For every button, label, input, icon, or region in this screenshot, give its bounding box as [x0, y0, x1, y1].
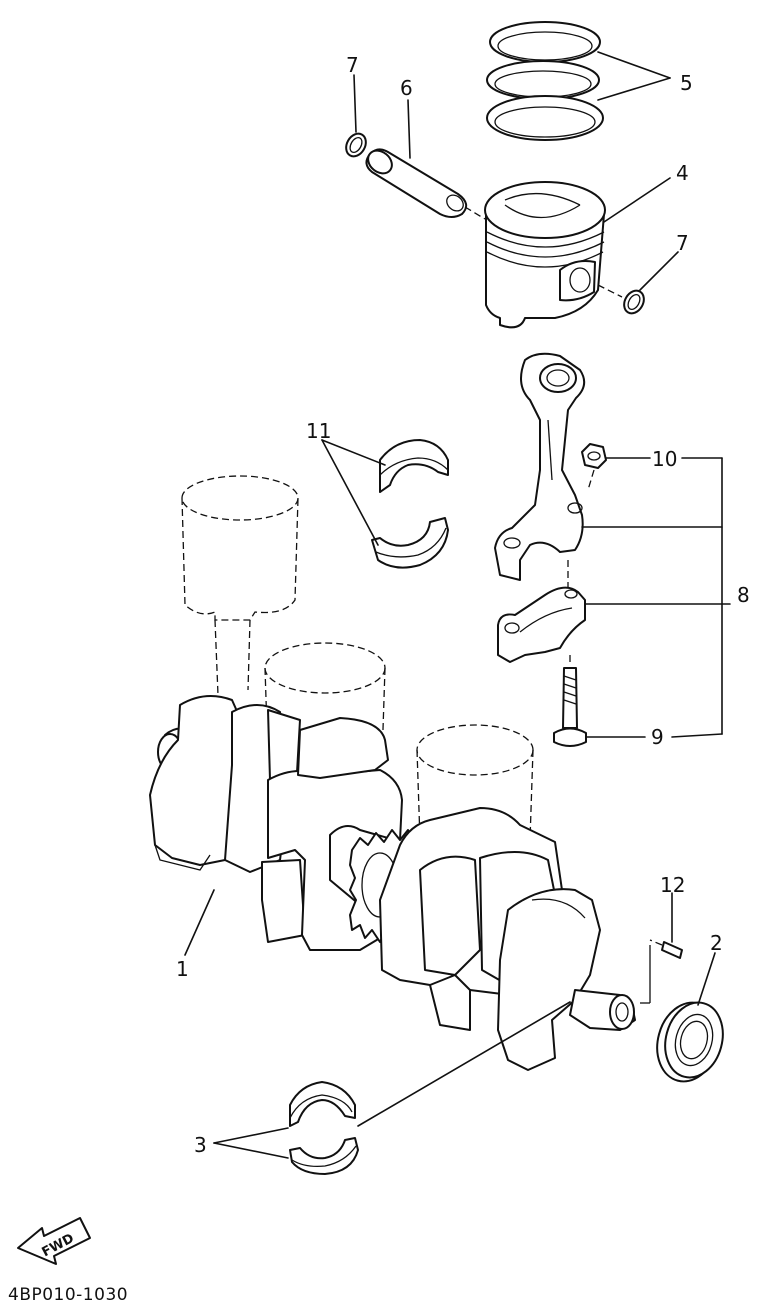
callout-2: 2 [710, 931, 723, 955]
callout-12: 12 [660, 873, 685, 897]
circlip-top [345, 132, 367, 158]
circlip-right [597, 284, 645, 315]
main-bearings [289, 1081, 359, 1175]
callout-7-top: 7 [346, 53, 359, 77]
piston-pin [365, 148, 486, 220]
piston-rings [486, 21, 604, 141]
callout-labels: 5 4 6 7 7 11 10 8 9 1 12 2 3 [176, 53, 750, 1157]
callout-1: 1 [176, 957, 189, 981]
oil-seal [656, 1001, 724, 1083]
diagram-code: 4BP010-1030 [8, 1285, 128, 1305]
forward-direction-badge: FWD [17, 1217, 91, 1265]
callout-7-right: 7 [676, 231, 689, 255]
callout-8: 8 [737, 583, 750, 607]
callout-3: 3 [194, 1133, 207, 1157]
dowel-pin [649, 939, 683, 959]
rod-bearing-lower [371, 517, 449, 569]
callout-5: 5 [680, 71, 693, 95]
callout-6: 6 [400, 76, 413, 100]
crankshaft-assembly [149, 475, 651, 1071]
callout-4: 4 [676, 161, 689, 185]
rod-bearing-upper [379, 439, 449, 493]
callout-11: 11 [306, 419, 331, 443]
connecting-rod-cap [497, 560, 586, 663]
callout-10: 10 [652, 447, 677, 471]
leader-lines [184, 51, 731, 1159]
piston [484, 181, 606, 329]
rod-nut [581, 443, 607, 491]
connecting-rod [494, 352, 586, 581]
rod-bolt [553, 655, 587, 747]
callout-9: 9 [651, 725, 664, 749]
